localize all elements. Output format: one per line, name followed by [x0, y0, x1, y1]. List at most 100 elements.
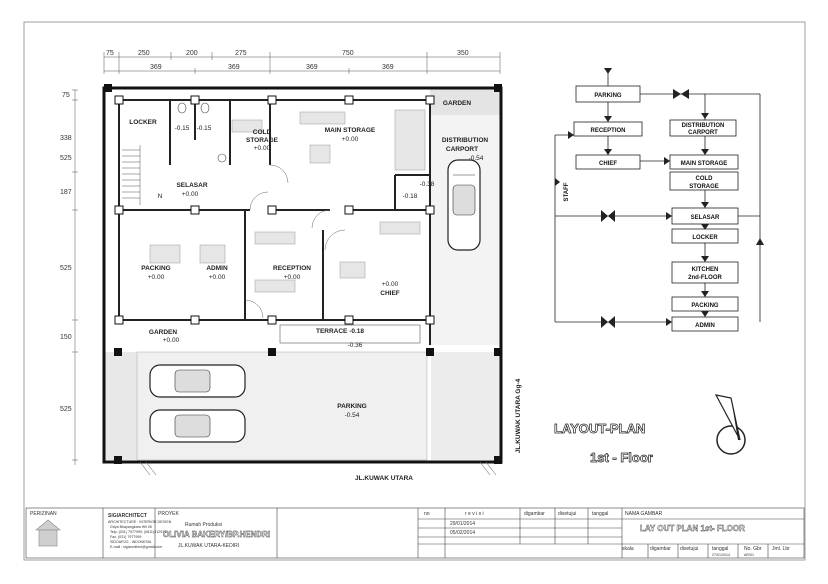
- dim-top-5: 350: [457, 50, 469, 57]
- north-label: N: [158, 193, 163, 200]
- tb-firm-line-1: Telp. (031) 7977999, (0811)3129781: [110, 530, 168, 534]
- tb-proyek: PROYEK: [158, 511, 180, 517]
- flow-packing: PACKING: [691, 303, 719, 309]
- level-036: -0.36: [348, 342, 363, 349]
- room-cold-storage-1: COLD: [253, 129, 272, 136]
- room-parking: PARKING: [337, 403, 367, 410]
- room-chief: CHIEF: [380, 290, 400, 297]
- plan-title-1: LAYOUT-PLAN: [554, 421, 645, 436]
- flow-parking: PARKING: [594, 93, 622, 99]
- room-packing: PACKING: [141, 265, 171, 272]
- tb-rev-date-1: 29/01/2014: [450, 521, 475, 527]
- dim-top-4: 750: [342, 50, 354, 57]
- flow-chief: CHIEF: [599, 161, 617, 167]
- tb-tanggal: tanggal: [592, 511, 608, 517]
- tb-no-gbr: No. Gbr: [744, 546, 762, 552]
- room-chief-level: +0.00: [382, 281, 399, 288]
- tb-project-name: OLIVIA BAKERY/BP.HENDRI: [163, 530, 270, 539]
- room-admin: ADMIN: [206, 265, 228, 272]
- tb-firm: SIGIARCHITECT: [108, 513, 147, 519]
- room-garden-bottom: GARDEN: [149, 329, 177, 336]
- tb-firm-line-0: Griya Bhayangkara Hill I/6: [110, 525, 152, 529]
- tb-jml-lbr: Jml. Lbr: [772, 546, 790, 552]
- street-side: JL.KUWAK UTARA Gg-4: [515, 378, 522, 453]
- flow-distribution-1: DISTRIBUTION: [682, 123, 725, 129]
- tb-firm-line-4: E-mail : sigiarchitect@gmail.com: [110, 545, 162, 549]
- parking-area-right: [431, 352, 501, 460]
- dim-second-0: 369: [150, 64, 162, 71]
- dim-top-1: 250: [138, 50, 150, 57]
- sheet-border: [23, 21, 806, 561]
- room-main-storage-level: +0.00: [342, 136, 359, 143]
- tb-disetujui: disetujui: [558, 511, 576, 517]
- room-reception: RECEPTION: [273, 265, 311, 272]
- dim-left-1: 338: [60, 135, 72, 142]
- dim-left-2: 525: [60, 155, 72, 162]
- tb-digambar: digambar: [524, 511, 545, 517]
- dim-second-3: 369: [382, 64, 394, 71]
- plan-title-2: 1st - Floor: [590, 450, 653, 465]
- dim-left-6: 525: [60, 406, 72, 413]
- flow-cold-storage-1: COLD: [696, 176, 714, 182]
- tb-no: no: [424, 511, 430, 517]
- tb-project-addr: JL.KUWAK UTARA-KEDIRI: [178, 543, 239, 549]
- tb-firm-line-3: SIDOARJO - INDONESIA: [110, 540, 152, 544]
- tb-skala: skala: [622, 546, 634, 552]
- wc2-level: -0.15: [197, 125, 212, 132]
- room-selasar-level: +0.00: [182, 191, 199, 198]
- flow-reception: RECEPTION: [590, 128, 625, 134]
- tb-no-gbr-val: AR/01: [744, 553, 754, 557]
- room-garden-top: GARDEN: [443, 100, 471, 107]
- room-packing-level: +0.00: [148, 274, 165, 281]
- dim-top-2: 200: [186, 50, 198, 57]
- tb-nama-gambar: NAMA GAMBAR: [625, 511, 663, 517]
- garden-hatch-left: [104, 352, 137, 460]
- flow-kitchen-2: 2nd-FLOOR: [688, 275, 722, 281]
- street-bottom: JL.KUWAK UTARA: [355, 475, 413, 482]
- step-level-2: -0.18: [403, 193, 418, 200]
- car-parking-1: [149, 364, 246, 398]
- dim-second-2: 369: [306, 64, 318, 71]
- car-carport: [447, 159, 481, 251]
- tb-tanggal-val: 27/01/2014: [712, 553, 730, 557]
- terrace-outline: [279, 324, 421, 344]
- dim-top-0: 75: [106, 50, 114, 57]
- house-logo-icon: [35, 519, 61, 547]
- room-cold-storage-2: STORAGE: [246, 137, 279, 144]
- room-main-storage: MAIN STORAGE: [325, 127, 376, 134]
- north-arrow-icon: [714, 394, 746, 455]
- room-cold-storage-level: +0.00: [254, 145, 271, 152]
- room-distribution-1: DISTRIBUTION: [442, 137, 489, 144]
- tb-perizinan: PERIZINAN: [30, 511, 57, 517]
- dim-left-4: 525: [60, 265, 72, 272]
- terrace-label: TERRACE -0.18: [316, 328, 364, 335]
- tb-drawing-title: LAY OUT PLAN 1st- FLOOR: [640, 524, 745, 533]
- room-selasar: SELASAR: [176, 182, 207, 189]
- room-reception-level: +0.00: [284, 274, 301, 281]
- tb-firm-sub: ARCHITECTURE · INTERIOR DESIGN: [108, 520, 172, 524]
- flow-cold-storage-2: STORAGE: [689, 184, 719, 190]
- flow-main-storage: MAIN STORAGE: [681, 161, 728, 167]
- dim-second-1: 369: [228, 64, 240, 71]
- floor-plan: [102, 84, 503, 476]
- tb-firm-line-2: Fax. (031) 7977999: [110, 535, 141, 539]
- room-garden-bottom-level: +0.00: [163, 337, 180, 344]
- flow-locker: LOCKER: [692, 235, 718, 241]
- flow-distribution-2: CARPORT: [688, 130, 718, 136]
- dim-left-5: 150: [60, 334, 72, 341]
- flow-selasar: SELASAR: [691, 215, 720, 221]
- tb-rev-date-2: 05/02/2014: [450, 530, 475, 536]
- dimension-lines: [72, 52, 501, 465]
- tb-disetujui2: disetujui: [680, 546, 698, 552]
- wc1-level: -0.15: [175, 125, 190, 132]
- step-level-1: -0.38: [420, 181, 435, 188]
- room-admin-level: +0.00: [209, 274, 226, 281]
- room-locker: LOCKER: [129, 119, 157, 126]
- flow-staff: STAFF: [564, 182, 570, 201]
- dim-top-3: 275: [235, 50, 247, 57]
- garden-top-hatch: [430, 88, 500, 115]
- flow-admin: ADMIN: [695, 323, 715, 329]
- car-parking-2: [149, 409, 246, 443]
- room-distribution-level: -0.54: [469, 155, 484, 162]
